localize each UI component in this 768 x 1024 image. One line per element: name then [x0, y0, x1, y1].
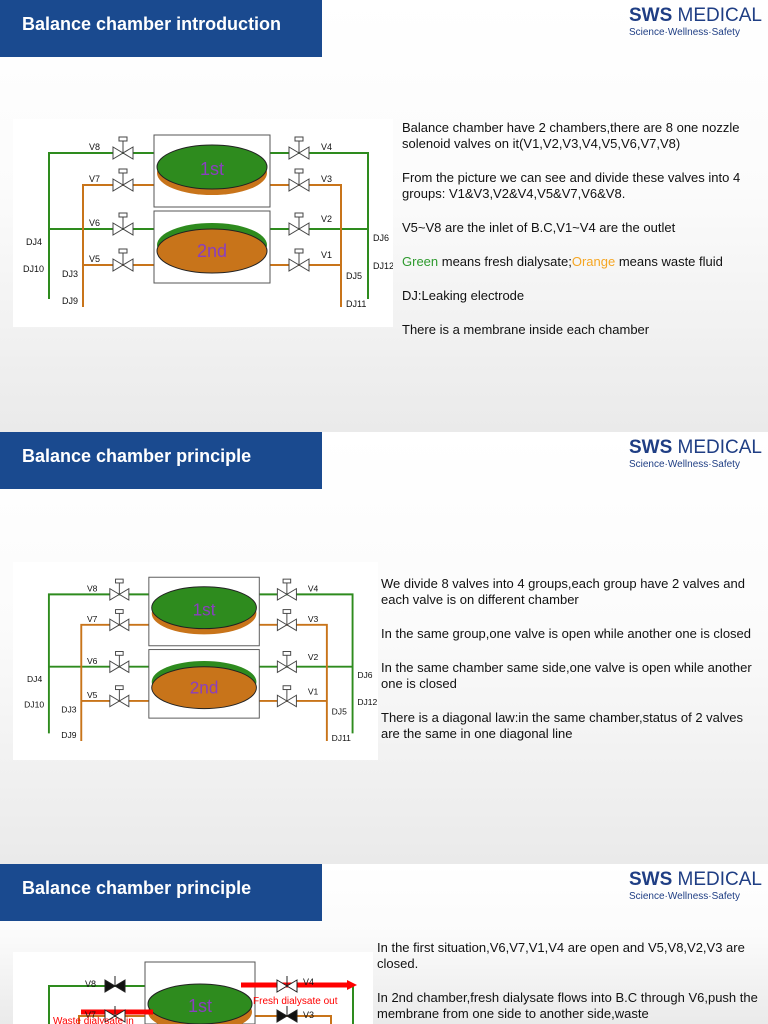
slide-3-text: In the first situation,V6,V7,V1,V4 are o…	[377, 940, 763, 1024]
valve-v8-label: V8	[87, 584, 98, 594]
electrode-dj6-label: DJ6	[357, 670, 372, 680]
valve-v8-label: V8	[89, 142, 100, 152]
valve-v4-label: V4	[321, 142, 332, 152]
legend-orange: Orange	[571, 254, 616, 269]
chamber-1-label: 1st	[193, 599, 216, 619]
diagram-svg: 1st 2nd V8 V7 V6 V5 V4 V3 V2 V	[13, 119, 394, 327]
slide-2: Balance chamber principle SWS MEDICAL Sc…	[0, 432, 768, 864]
logo-brand-rest: MEDICAL	[672, 437, 762, 458]
valve-v7-label: V7	[85, 1010, 96, 1020]
slide-title-bar: Balance chamber introduction	[0, 0, 322, 57]
paragraph: There is a diagonal law:in the same cham…	[381, 710, 744, 741]
electrode-dj4-label: DJ4	[27, 674, 42, 684]
logo-brand-rest: MEDICAL	[672, 5, 762, 26]
slide-title-bar: Balance chamber principle	[0, 864, 322, 921]
valve-v6-label: V6	[89, 218, 100, 228]
valve-v2-label: V2	[321, 214, 332, 224]
chamber-1-label: 1st	[200, 159, 224, 179]
electrode-dj3-label: DJ3	[61, 704, 76, 714]
valve-v1-label: V1	[321, 250, 332, 260]
legend-green: Green	[402, 254, 439, 269]
electrode-dj3-label: DJ3	[62, 269, 78, 279]
valve-v7-label: V7	[87, 614, 98, 624]
electrode-dj5-label: DJ5	[332, 706, 347, 716]
paragraph: In the first situation,V6,V7,V1,V4 are o…	[377, 940, 745, 971]
electrode-dj11-label: DJ11	[332, 733, 352, 743]
valve-v5-label: V5	[87, 690, 98, 700]
slide-1: Balance chamber introduction SWS MEDICAL…	[0, 0, 768, 432]
valve-v4-label: V4	[308, 584, 319, 594]
electrode-dj6-label: DJ6	[373, 233, 389, 243]
chamber-1-label: 1st	[188, 996, 212, 1016]
balance-chamber-flow-diagram: 1st V8 V7 V4 V3 Fresh dialysate out Wast…	[13, 952, 373, 1024]
chamber-2-label: 2nd	[190, 677, 219, 697]
electrode-dj9-label: DJ9	[61, 730, 76, 740]
paragraph: In the same chamber same side,one valve …	[381, 660, 752, 691]
slide-title-bar: Balance chamber principle	[0, 432, 322, 489]
legend-mid1: means fresh dialysate;	[438, 254, 572, 269]
legend-paragraph: Green means fresh dialysate;Orange means…	[402, 254, 764, 270]
valve-v3-label: V3	[321, 174, 332, 184]
slide-3: Balance chamber principle SWS MEDICAL Sc…	[0, 864, 768, 1024]
paragraph: Balance chamber have 2 chambers,there ar…	[402, 120, 740, 151]
flow-diagram-svg: 1st V8 V7 V4 V3 Fresh dialysate out Wast…	[13, 952, 373, 1024]
electrode-dj10-label: DJ10	[24, 700, 44, 710]
chamber-2-label: 2nd	[197, 241, 227, 261]
legend-mid2: means waste fluid	[615, 254, 723, 269]
balance-chamber-diagram: 1st 2nd V8 V7 V6 V5 V4 V3 V2 V	[13, 119, 394, 327]
paragraph: In the same group,one valve is open whil…	[381, 626, 752, 641]
logo-tagline: Science·Wellness·Safety	[628, 891, 740, 902]
sws-medical-logo: SWS MEDICAL Science·Wellness·Safety	[629, 870, 762, 903]
slide-title: Balance chamber introduction	[22, 14, 282, 34]
valve-v7-label: V7	[89, 174, 100, 184]
valve-v3-label: V3	[303, 1010, 314, 1020]
valve-v5-label: V5	[89, 254, 100, 264]
logo-tagline: Science·Wellness·Safety	[628, 27, 740, 38]
diagram-svg: 1st 2nd V8 V7 V6 V5 V4 V3 V2 V1	[14, 562, 378, 760]
waste-dialysate-in-label: Waste dialysate in	[53, 1016, 134, 1024]
logo-tagline: Science·Wellness·Safety	[628, 459, 740, 470]
electrode-dj4-label: DJ4	[26, 237, 42, 247]
valve-v8-label: V8	[85, 979, 96, 989]
slide-1-text: Balance chamber have 2 chambers,there ar…	[402, 120, 764, 356]
electrode-dj10-label: DJ10	[23, 264, 44, 274]
electrode-dj12-label: DJ12	[357, 697, 377, 707]
paragraph: DJ:Leaking electrode	[402, 288, 525, 303]
valve-v3-label: V3	[308, 614, 319, 624]
valve-v6-label: V6	[87, 656, 98, 666]
logo-brand-bold: SWS	[628, 437, 673, 458]
paragraph: V5~V8 are the inlet of B.C,V1~V4 are the…	[402, 220, 676, 235]
slide-2-text: We divide 8 valves into 4 groups,each gr…	[381, 576, 764, 760]
logo-brand-bold: SWS	[628, 5, 673, 26]
logo-brand-bold: SWS	[628, 869, 673, 890]
valve-v4-label: V4	[303, 977, 314, 987]
valve-v2-label: V2	[308, 652, 319, 662]
paragraph: From the picture we can see and divide t…	[402, 170, 741, 201]
valve-v1-label: V1	[308, 686, 319, 696]
balance-chamber-diagram: 1st 2nd V8 V7 V6 V5 V4 V3 V2 V1	[13, 562, 378, 760]
slide-title: Balance chamber principle	[22, 446, 252, 466]
electrode-dj5-label: DJ5	[346, 271, 362, 281]
paragraph: We divide 8 valves into 4 groups,each gr…	[381, 576, 745, 607]
logo-brand-rest: MEDICAL	[672, 869, 762, 890]
electrode-dj9-label: DJ9	[62, 296, 78, 306]
slide-title: Balance chamber principle	[22, 878, 252, 898]
electrode-dj11-label: DJ11	[346, 299, 366, 309]
fresh-dialysate-out-label: Fresh dialysate out	[253, 996, 338, 1007]
paragraph: There is a membrane inside each chamber	[402, 322, 650, 337]
sws-medical-logo: SWS MEDICAL Science·Wellness·Safety	[629, 438, 762, 471]
paragraph: In 2nd chamber,fresh dialysate flows int…	[377, 990, 758, 1021]
sws-medical-logo: SWS MEDICAL Science·Wellness·Safety	[629, 6, 762, 39]
electrode-dj12-label: DJ12	[373, 261, 393, 271]
